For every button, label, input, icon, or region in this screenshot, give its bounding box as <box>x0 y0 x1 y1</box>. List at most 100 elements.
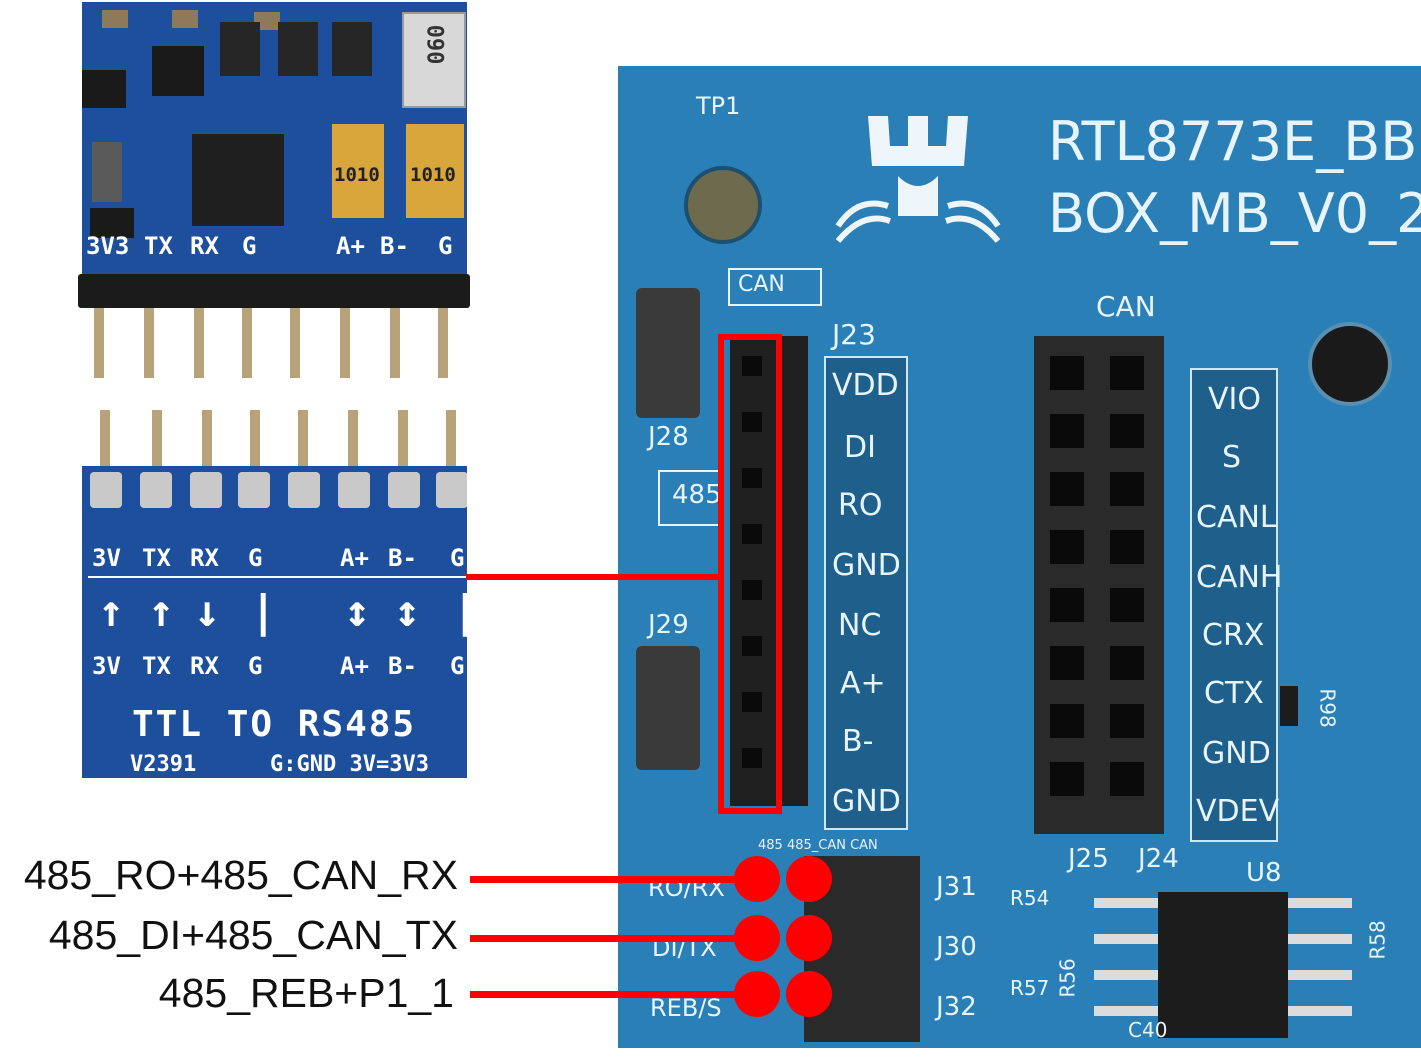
chip-tvs <box>332 124 384 218</box>
r58-label: R58 <box>1365 920 1390 960</box>
jumper-dot <box>734 971 780 1017</box>
pin-label: G <box>438 232 453 260</box>
jumper-j28 <box>636 288 700 418</box>
j28-label: J28 <box>648 422 689 452</box>
pin-label: G <box>450 652 465 680</box>
can-pin-label: S <box>1222 440 1242 475</box>
j23-pin-label: RO <box>838 488 883 523</box>
inductor <box>402 12 466 108</box>
callout-label: 485_RO+485_CAN_RX <box>23 852 458 898</box>
u8-label: U8 <box>1246 858 1282 888</box>
j25-label: J25 <box>1068 844 1109 874</box>
can-label-header: CAN <box>1096 290 1156 323</box>
module-title: TTL TO RS485 <box>132 704 417 745</box>
highlight-box-j23 <box>718 334 782 814</box>
j23-pin-label-box <box>824 356 908 830</box>
board-name: BOX_MB_V0_2 <box>1048 182 1421 245</box>
can-pin-label: VDEV <box>1196 794 1280 829</box>
pin-label: RX <box>190 232 219 260</box>
can-pin-label: VIO <box>1208 382 1261 417</box>
top-jumper-labels: 485 485_CAN CAN <box>758 838 878 853</box>
connector-line <box>466 574 724 580</box>
jumper-j29 <box>636 646 700 770</box>
jumper-dot <box>786 856 832 902</box>
pin-label: RX <box>190 544 219 572</box>
callout-line <box>470 935 770 942</box>
pin-label: B- <box>380 232 409 260</box>
arrow-icon: ↑ <box>148 586 175 637</box>
pin-header-strip <box>78 274 470 308</box>
pin-label: G <box>248 544 263 572</box>
can-pin-label: CANH <box>1196 560 1283 595</box>
smd-capacitor <box>254 12 280 30</box>
header-can-pins <box>1042 348 1158 828</box>
arrow-icon: | <box>452 586 467 637</box>
jumper-dot <box>734 915 780 961</box>
silk-divider <box>88 576 467 578</box>
pin-label: A+ <box>336 232 365 260</box>
realtek-logo-icon <box>828 106 1008 256</box>
dev-board-photo: RTL8773E_BB2 BOX_MB_V0_2 TP1 J28 CAN 485… <box>618 66 1421 1048</box>
r56-label: R56 <box>1055 958 1080 998</box>
smd-ic <box>152 46 204 96</box>
pin-label: G <box>248 652 263 680</box>
smd-ic <box>90 208 134 238</box>
header-pins-bottom <box>82 410 467 470</box>
pin-label: G <box>450 544 465 572</box>
pin-label: TX <box>142 652 171 680</box>
chip-u8 <box>1158 892 1288 1038</box>
pin-label: A+ <box>340 544 369 572</box>
can-label-small: CAN <box>738 272 785 297</box>
callout-label: 485_DI+485_CAN_TX <box>48 912 458 958</box>
header-pins <box>82 308 467 380</box>
reb-label: REB/S <box>650 994 722 1022</box>
j32-label: J32 <box>936 992 977 1022</box>
callout-line <box>470 991 770 998</box>
j23-pin-label: NC <box>838 608 882 643</box>
main-ic <box>192 134 284 226</box>
module-version: V2391 <box>130 752 197 777</box>
can-pin-label: GND <box>1202 736 1271 771</box>
r54-label: R54 <box>1010 886 1050 910</box>
inductor-marking: 090 <box>421 24 447 65</box>
pin-label: A+ <box>340 652 369 680</box>
smd-resistor <box>332 22 372 76</box>
chip-marking: 1010 <box>410 164 456 186</box>
label-485: 485 <box>672 480 722 510</box>
can-pin-label: CTX <box>1204 676 1264 711</box>
label-box <box>728 268 822 306</box>
j23-pin-label: B- <box>842 724 874 759</box>
can-pin-label: CRX <box>1202 618 1265 653</box>
pin-label: 3V <box>92 544 121 572</box>
pin-label: B- <box>388 652 417 680</box>
mounting-hole <box>1308 322 1392 406</box>
module-top-photo: 090 1010 1010 3V3 TX RX G A+ B- G <box>82 2 467 274</box>
smd-resistor <box>278 22 318 76</box>
arrow-icon: ↑ <box>98 586 125 637</box>
smd-capacitor <box>172 10 198 28</box>
pin-label: 3V <box>92 652 121 680</box>
r57-label: R57 <box>1010 976 1050 1000</box>
j23-pin-label: VDD <box>832 368 899 403</box>
chip-tvs <box>406 124 464 218</box>
pin-label: 3V3 <box>86 232 130 260</box>
j23-label: J23 <box>832 318 876 351</box>
arrow-icon: ↕ <box>344 586 371 637</box>
j31-label: J31 <box>936 872 977 902</box>
module-legend: G:GND 3V=3V3 <box>270 752 429 777</box>
j30-label: J30 <box>936 932 977 962</box>
pin-label: TX <box>144 232 173 260</box>
pin-label: B- <box>388 544 417 572</box>
j23-pin-label: DI <box>844 430 876 465</box>
test-point <box>684 166 762 244</box>
r98-label: R98 <box>1315 688 1340 728</box>
j23-pin-label: GND <box>832 548 901 583</box>
j29-label: J29 <box>648 610 689 640</box>
smd-capacitor <box>102 10 128 28</box>
c40-label: C40 <box>1128 1018 1168 1042</box>
chip-marking: 1010 <box>334 164 380 186</box>
arrow-icon: | <box>250 586 277 637</box>
arrow-icon: ↓ <box>194 586 221 637</box>
tp-label: TP1 <box>696 92 741 120</box>
jumper-dot <box>786 915 832 961</box>
